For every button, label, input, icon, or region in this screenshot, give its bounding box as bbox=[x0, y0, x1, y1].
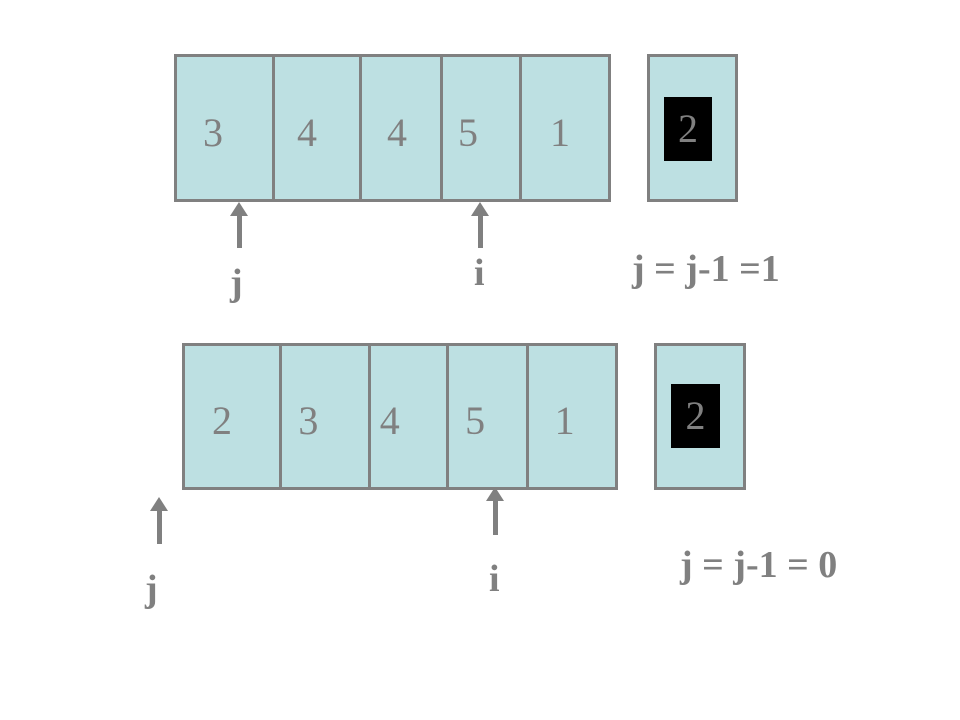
cell-value: 5 bbox=[465, 398, 486, 443]
array-cell: 2 bbox=[185, 346, 283, 487]
pointer-j-label: j bbox=[145, 568, 158, 610]
pointer-j-label: j bbox=[230, 262, 243, 304]
step-caption: j = j-1 = 0 bbox=[680, 544, 838, 586]
array-cell: 5 bbox=[449, 346, 529, 487]
array-row-2: 2 3 4 5 1 bbox=[182, 343, 618, 490]
cell-value: 3 bbox=[203, 110, 223, 155]
array-cell: 3 bbox=[282, 346, 371, 487]
array-row-1: 3 4 4 5 1 bbox=[174, 54, 611, 202]
key-cell-row-2: 2 bbox=[654, 343, 746, 490]
array-cell: 4 bbox=[362, 57, 443, 199]
pointer-i-label: i bbox=[474, 252, 485, 294]
array-cell: 1 bbox=[529, 346, 615, 487]
cell-value: 5 bbox=[458, 110, 478, 155]
cell-value: 1 bbox=[554, 398, 575, 443]
cell-value: 4 bbox=[379, 398, 400, 443]
step-caption: j = j-1 =1 bbox=[632, 248, 780, 290]
cell-value: 4 bbox=[387, 110, 407, 155]
array-cell: 3 bbox=[177, 57, 275, 199]
cell-value: 4 bbox=[297, 110, 317, 155]
array-cell: 1 bbox=[522, 57, 608, 199]
cell-value: 1 bbox=[550, 110, 570, 155]
array-cell: 5 bbox=[443, 57, 522, 199]
key-value: 2 bbox=[671, 384, 720, 448]
cell-value: 3 bbox=[298, 398, 319, 443]
array-cell: 4 bbox=[275, 57, 362, 199]
key-value: 2 bbox=[664, 97, 712, 161]
cell-value: 2 bbox=[212, 398, 232, 443]
key-cell-row-1: 2 bbox=[647, 54, 738, 202]
array-cell: 4 bbox=[371, 346, 450, 487]
pointer-i-label: i bbox=[489, 558, 500, 600]
